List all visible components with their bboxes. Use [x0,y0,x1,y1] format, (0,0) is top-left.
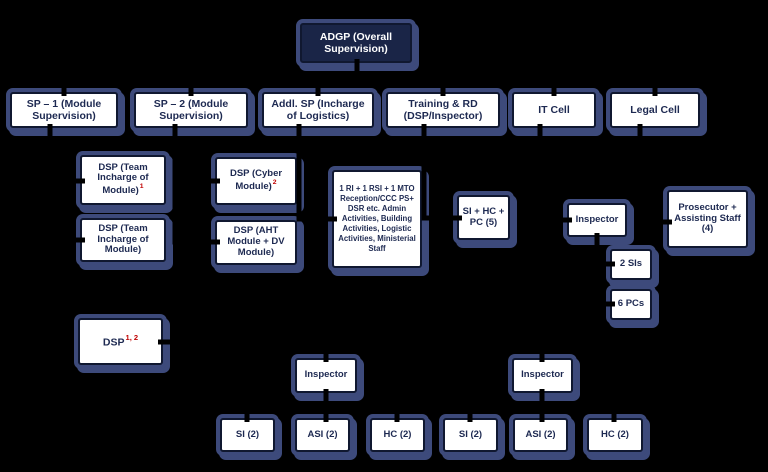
node-label: 1 RI + 1 RSI + 1 MTO Reception/CCC PS+ D… [338,184,416,253]
org-node-training-rd: Training & RD (DSP/Inspector) [386,92,500,128]
org-node-inspector-it: Inspector [567,203,627,237]
node-label: 6 PCs [617,298,645,310]
org-node-dsp-shared: DSP1, 2 [78,318,163,365]
node-footnote-marker: 1 [139,183,144,191]
node-footnote-marker: 1, 2 [125,332,139,342]
org-node-addl-sp: Addl. SP (Incharge of Logistics) [262,92,374,128]
node-label: Inspector [521,369,564,381]
node-footnote-marker: 2 [272,178,277,186]
org-node-hc-a: HC (2) [370,418,425,452]
node-label: Addl. SP (Incharge of Logistics) [271,97,365,122]
node-label: SI (2) [458,428,483,440]
node-label: ASI (2) [525,428,556,440]
node-label: DSP (Team Incharge of Module) [97,161,149,197]
node-label: Inspector [575,213,619,225]
edge-adgp-it-cell [354,59,557,96]
node-label: 2 SIs [619,258,643,270]
org-node-asi-a: ASI (2) [295,418,350,452]
org-node-legal-cell: Legal Cell [610,92,700,128]
node-label: SI + HC + PC (5) [462,205,505,228]
node-label: SI (2) [235,428,260,440]
node-label: Prosecutor + Assisting Staff (4) [674,201,741,235]
node-label: DSP (Team Incharge of Module) [97,222,149,256]
edge-sp2-dsp-cyber [172,124,220,184]
org-node-dsp-team-2: DSP (Team Incharge of Module) [80,218,166,262]
org-node-dsp-cyber: DSP (Cyber Module)2 [215,157,297,205]
org-node-hc-b: HC (2) [587,418,643,452]
edge-adgp-sp2 [188,59,360,96]
node-label: Training & RD (DSP/Inspector) [403,97,483,122]
node-label: DSP (Cyber Module) [229,168,283,193]
org-node-admin-staff: 1 RI + 1 RSI + 1 MTO Reception/CCC PS+ D… [332,170,422,268]
org-node-sp1: SP – 1 (Module Supervision) [10,92,118,128]
node-label: HC (2) [383,428,412,440]
node-label: SP – 2 (Module Supervision) [153,97,229,122]
edge-adgp-sp1 [61,59,360,96]
node-label: Inspector [304,369,348,381]
node-label: ASI (2) [307,428,338,440]
org-node-inspector-1: Inspector [295,358,357,393]
org-node-two-sis: 2 SIs [610,249,652,280]
edge-adgp-legal-cell [354,59,658,96]
node-label: Legal Cell [630,103,680,116]
node-label: DSP [102,336,125,349]
edge-sp2-dsp-aht [172,124,220,245]
org-node-dsp-aht: DSP (AHT Module + DV Module) [215,220,297,265]
node-label: DSP (AHT Module + DV Module) [227,225,285,258]
edge-adgp-training-rd [354,59,446,96]
node-label: ADGP (Overall Supervision) [319,30,393,55]
edge-adgp-addl-sp [315,59,360,96]
org-node-adgp: ADGP (Overall Supervision) [300,23,412,63]
node-label: IT Cell [538,103,570,116]
org-node-six-pcs: 6 PCs [610,289,652,320]
org-node-si-a: SI (2) [220,418,275,452]
org-node-asi-b: ASI (2) [513,418,568,452]
org-node-it-cell: IT Cell [512,92,596,128]
org-node-sp2: SP – 2 (Module Supervision) [134,92,248,128]
org-node-inspector-2: Inspector [512,358,573,393]
org-node-dsp-team-1: DSP (Team Incharge of Module)1 [80,155,166,205]
org-node-prosecutor: Prosecutor + Assisting Staff (4) [667,190,748,248]
org-node-si-hc-pc: SI + HC + PC (5) [457,195,510,240]
node-label: HC (2) [601,428,629,440]
org-node-si-b: SI (2) [443,418,498,452]
node-label: SP – 1 (Module Supervision) [26,97,102,122]
